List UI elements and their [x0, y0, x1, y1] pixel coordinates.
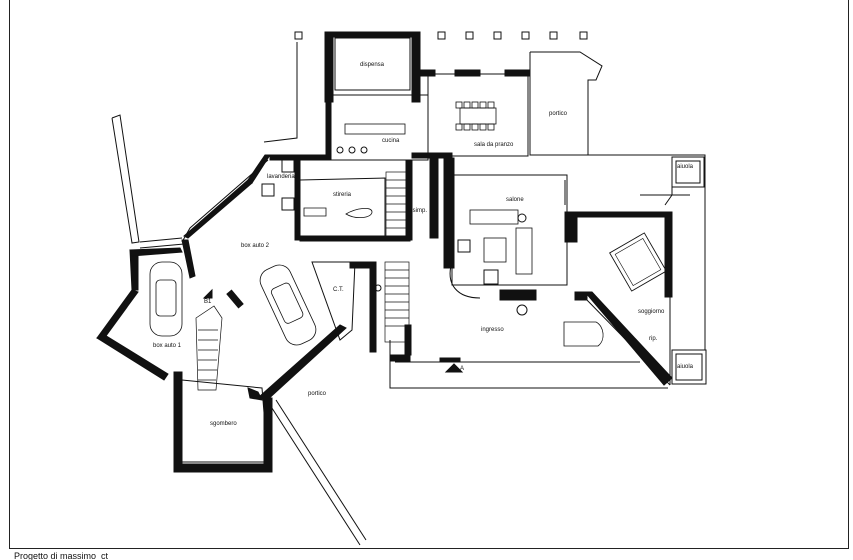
car-box-auto-1 [149, 261, 183, 337]
sofa-right [515, 227, 533, 275]
stair-lower [384, 261, 410, 343]
coffee-table [483, 237, 507, 263]
label-box-auto-2: box auto 2 [241, 243, 270, 249]
section-arrow [444, 363, 464, 373]
label-portico-bottom: portico [308, 391, 327, 397]
label-aiuola-top: aiuola [677, 164, 694, 170]
label-salone: salone [506, 197, 524, 203]
label-b1: B1 [204, 299, 212, 305]
label-portico-top: portico [549, 111, 568, 117]
site-line-south-2 [275, 399, 367, 541]
label-ingresso: ingresso [481, 327, 504, 333]
car-box-auto-2 [259, 264, 317, 346]
dining-table [459, 107, 497, 125]
label-rip: rip. [649, 336, 658, 342]
label-cucina: cucina [382, 138, 400, 144]
label-sala-da-pranzo: sala da pranzo [474, 142, 514, 148]
billiard-table [609, 232, 667, 292]
ct-room-outline [311, 261, 356, 341]
drawing-caption: Progetto di massimo_ct [14, 551, 109, 560]
label-stireria: stireria [333, 192, 352, 198]
label-aiuola-bottom: aiuola [677, 364, 694, 370]
stair-b1 [195, 305, 223, 391]
portico-top-outline [529, 51, 603, 156]
label-disimp: disimp. [408, 208, 428, 214]
salone-outline [451, 174, 568, 286]
kitchen-island [344, 123, 406, 135]
site-line-north [263, 42, 298, 143]
drawing-frame [9, 0, 849, 549]
stireria-outline [299, 177, 386, 241]
label-soggiorno: soggiorno [638, 309, 665, 315]
aiuola-top-box [671, 156, 705, 188]
label-lavanderia: lavanderia [267, 174, 295, 180]
stair-upper [385, 171, 407, 241]
label-ct: C.T. [333, 287, 344, 293]
label-section-a: A [460, 366, 465, 372]
site-line-left [111, 114, 140, 244]
label-dispensa: dispensa [360, 62, 385, 68]
label-box-auto-1: box auto 1 [153, 343, 182, 349]
grand-piano [563, 321, 604, 347]
label-sgombero: sgombero [210, 421, 237, 427]
aiuola-bottom-box [671, 349, 707, 385]
site-line-south [269, 404, 361, 546]
sofa-top [469, 209, 519, 225]
